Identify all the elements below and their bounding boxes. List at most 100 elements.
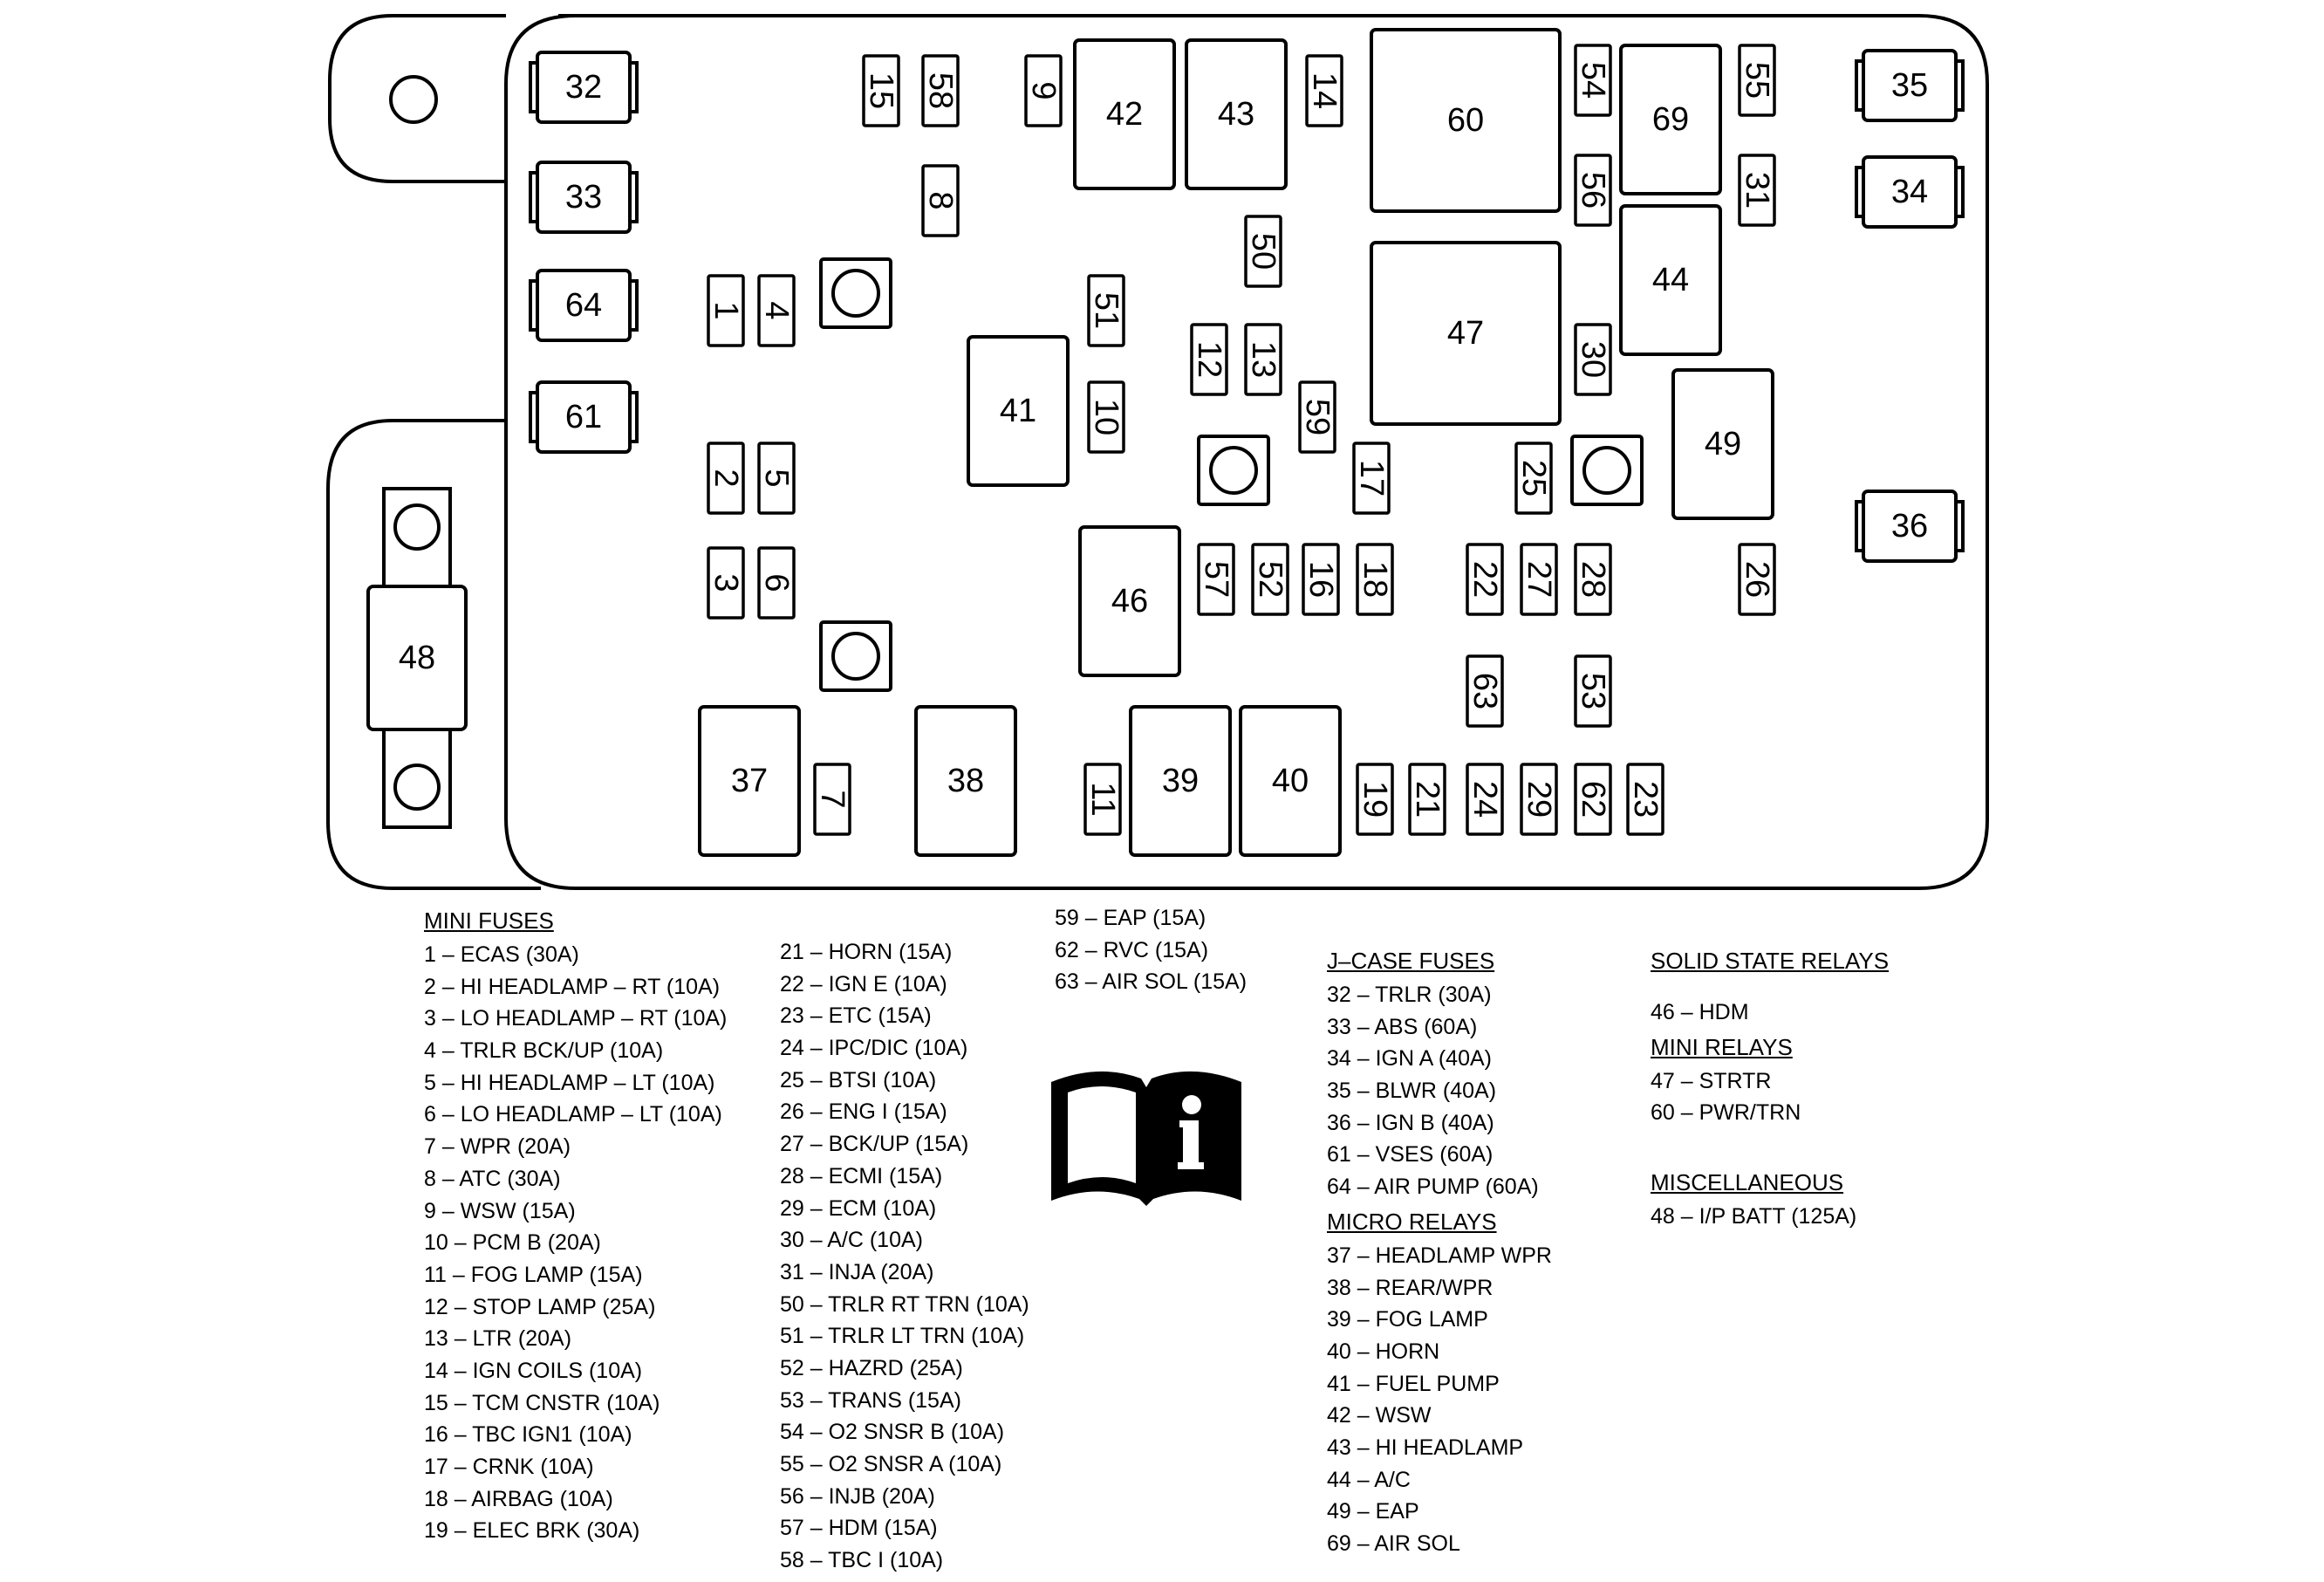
mini-fuse-22[interactable]: 22 xyxy=(1466,543,1504,616)
mini-fuse-14[interactable]: 14 xyxy=(1305,54,1343,127)
legend-item: 22 – IGN E (10A) xyxy=(780,971,947,996)
jcase-fuse-32[interactable]: 32 xyxy=(529,51,639,124)
mini-fuse-26[interactable]: 26 xyxy=(1738,543,1776,616)
mini-fuse-62[interactable]: 62 xyxy=(1574,763,1612,836)
component-outline xyxy=(1671,368,1774,520)
mini-fuse-15[interactable]: 15 xyxy=(862,54,900,127)
fuse-tab-left xyxy=(1855,500,1865,552)
mini-fuse-12[interactable]: 12 xyxy=(1190,323,1228,396)
screw-holes xyxy=(819,257,1644,692)
fuse-block-housing xyxy=(326,14,1989,890)
relay-69[interactable]: 69 xyxy=(1619,44,1722,195)
mini-fuse-51[interactable]: 51 xyxy=(1087,274,1125,347)
relay-47[interactable]: 47 xyxy=(1370,241,1562,426)
mini-fuse-59[interactable]: 59 xyxy=(1298,380,1336,454)
mini-fuse-21[interactable]: 21 xyxy=(1408,763,1446,836)
component-outline xyxy=(1520,543,1558,616)
component-label-43: 43 xyxy=(1218,96,1254,133)
mini-fuse-27[interactable]: 27 xyxy=(1520,543,1558,616)
jcase-fuse-36[interactable]: 36 xyxy=(1855,490,1965,563)
legend-item: 2 – HI HEADLAMP – RT (10A) xyxy=(424,974,721,999)
mini-fuse-16[interactable]: 16 xyxy=(1302,543,1340,616)
mini-fuse-11[interactable]: 11 xyxy=(1083,763,1122,836)
jcase-fuse-33[interactable]: 33 xyxy=(529,161,639,234)
component-label-31: 31 xyxy=(1739,172,1775,209)
mini-fuse-8[interactable]: 8 xyxy=(921,164,960,237)
mini-fuse-52[interactable]: 52 xyxy=(1251,543,1289,616)
mini-fuse-29[interactable]: 29 xyxy=(1520,763,1558,836)
mini-fuse-18[interactable]: 18 xyxy=(1356,543,1394,616)
component-label-62: 62 xyxy=(1575,781,1611,818)
mini-fuse-53[interactable]: 53 xyxy=(1574,654,1612,728)
mini-fuse-54[interactable]: 54 xyxy=(1574,44,1612,117)
mini-fuse-25[interactable]: 25 xyxy=(1514,442,1553,515)
component-outline xyxy=(1239,705,1342,857)
jcase-fuse-35[interactable]: 35 xyxy=(1855,49,1965,122)
lower-mounting-tab xyxy=(326,419,541,890)
relay-37[interactable]: 37 xyxy=(698,705,801,857)
relay-38[interactable]: 38 xyxy=(914,705,1017,857)
fuse-tab-left xyxy=(529,391,539,443)
mini-fuse-57[interactable]: 57 xyxy=(1197,543,1235,616)
relay-46[interactable]: 46 xyxy=(1078,525,1181,677)
component-outline xyxy=(1244,323,1282,396)
component-label-36: 36 xyxy=(1891,508,1928,544)
mini-fuse-19[interactable]: 19 xyxy=(1356,763,1394,836)
legend-item: 61 – VSES (60A) xyxy=(1327,1142,1494,1168)
component-label-12: 12 xyxy=(1191,341,1227,378)
mini-fuse-58[interactable]: 58 xyxy=(921,54,960,127)
mounting-hole-upper xyxy=(389,75,438,124)
mini-fuse-23[interactable]: 23 xyxy=(1626,763,1664,836)
legend-item: 32 – TRLR (30A) xyxy=(1327,983,1492,1007)
mini-fuse-24[interactable]: 24 xyxy=(1466,763,1504,836)
jcase-fuse-61[interactable]: 61 xyxy=(529,380,639,454)
relay-39[interactable]: 39 xyxy=(1129,705,1232,857)
relay-43[interactable]: 43 xyxy=(1185,38,1288,190)
maxi-fuse-48[interactable] xyxy=(366,487,468,829)
component-label-59: 59 xyxy=(1299,399,1336,435)
relay-44[interactable]: 44 xyxy=(1619,204,1722,356)
relay-42[interactable]: 42 xyxy=(1073,38,1176,190)
component-outline xyxy=(1574,44,1612,117)
component-outline xyxy=(914,705,1017,857)
mini-fuse-2[interactable]: 2 xyxy=(707,442,745,515)
mini-fuse-17[interactable]: 17 xyxy=(1352,442,1391,515)
mini-fuse-63[interactable]: 63 xyxy=(1466,654,1504,728)
mini-fuse-7[interactable]: 7 xyxy=(813,763,851,836)
relay-40[interactable]: 40 xyxy=(1239,705,1342,857)
mini-fuse-55[interactable]: 55 xyxy=(1738,44,1776,117)
mini-fuse-30[interactable]: 30 xyxy=(1574,323,1612,396)
mini-fuse-28[interactable]: 28 xyxy=(1574,543,1612,616)
legend-item: 26 – ENG I (15A) xyxy=(780,1099,947,1125)
legend-item: 4 – TRLR BCK/UP (10A) xyxy=(424,1038,664,1064)
jcase-fuse-34[interactable]: 34 xyxy=(1855,155,1965,229)
mini-fuse-50[interactable]: 50 xyxy=(1244,215,1282,288)
component-outline xyxy=(1514,442,1553,515)
mini-fuse-56[interactable]: 56 xyxy=(1574,154,1612,227)
screw-hole xyxy=(819,620,892,692)
legend-item: 24 – IPC/DIC (10A) xyxy=(780,1036,968,1061)
maxi-fuse-bolt-bottom xyxy=(393,764,441,811)
relay-41[interactable]: 41 xyxy=(967,335,1070,487)
legend-item: 37 – HEADLAMP WPR xyxy=(1327,1243,1552,1268)
relay-60[interactable]: 60 xyxy=(1370,28,1562,213)
mini-fuse-9[interactable]: 9 xyxy=(1024,54,1063,127)
relay-49[interactable]: 49 xyxy=(1671,368,1774,520)
legend-item: 30 – A/C (10A) xyxy=(780,1228,923,1253)
mini-fuse-31[interactable]: 31 xyxy=(1738,154,1776,227)
legend-item: 54 – O2 SNSR B (10A) xyxy=(780,1420,1005,1445)
mini-fuse-3[interactable]: 3 xyxy=(707,546,745,620)
jcase-fuse-64[interactable]: 64 xyxy=(529,269,639,342)
legend-item: 15 – TCM CNSTR (10A) xyxy=(424,1390,660,1415)
mini-fuse-1[interactable]: 1 xyxy=(707,274,745,347)
component-outline xyxy=(862,54,900,127)
component-label-28: 28 xyxy=(1575,561,1611,598)
component-label-2: 2 xyxy=(707,469,744,487)
component-label-41: 41 xyxy=(1000,393,1036,429)
legend-item: 34 – IGN A (40A) xyxy=(1327,1046,1492,1072)
mini-fuse-10[interactable]: 10 xyxy=(1087,380,1125,454)
mini-fuse-5[interactable]: 5 xyxy=(757,442,796,515)
mini-fuse-13[interactable]: 13 xyxy=(1244,323,1282,396)
mini-fuse-4[interactable]: 4 xyxy=(757,274,796,347)
mini-fuse-6[interactable]: 6 xyxy=(757,546,796,620)
